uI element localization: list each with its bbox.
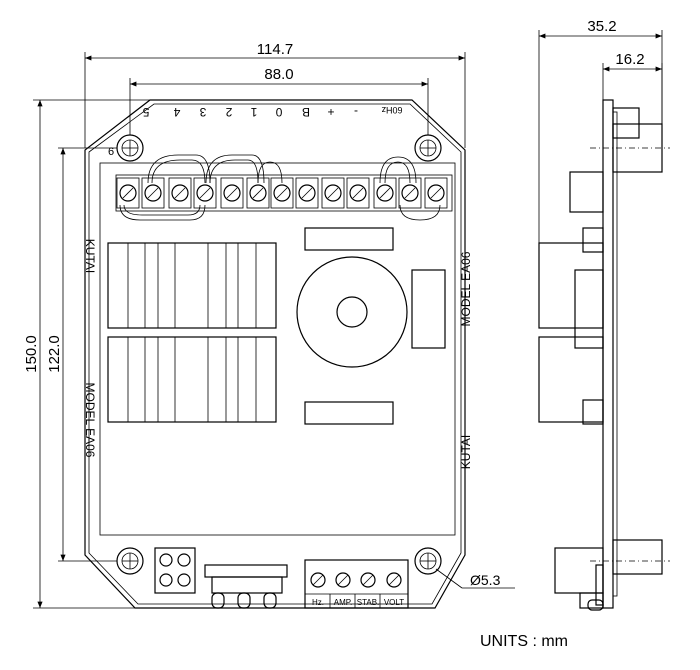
component-top-rect — [304, 227, 394, 251]
side-depth-label: 35.2 — [587, 18, 616, 35]
terminal-screw — [321, 177, 345, 209]
model-right-label: MODEL EA06 — [459, 251, 473, 326]
component-bottom-rect — [304, 401, 394, 425]
mounting-hole-tr — [414, 134, 442, 162]
terminal-screw — [220, 177, 244, 209]
transformer — [296, 256, 408, 368]
pot-label-volt: VOLT — [384, 598, 404, 607]
pot-amp — [335, 572, 351, 588]
brand-left-label: KUTAI — [83, 239, 97, 273]
terminal-label-7: + — [327, 105, 334, 119]
overall-width-label: 114.7 — [257, 41, 293, 58]
pot-label-hz: Hz. — [312, 598, 324, 607]
terminal-label-1: 4 — [173, 105, 180, 119]
terminal-screw — [168, 177, 192, 209]
hole-spacing-y-label: 122.0 — [46, 335, 63, 373]
mounting-hole-br — [414, 547, 442, 575]
dimension-hole-diameter — [435, 568, 515, 589]
side-view — [538, 99, 670, 611]
terminal-screw — [424, 177, 448, 209]
terminal-6-label: 6 — [108, 146, 114, 158]
pot-hz — [310, 572, 326, 588]
dimension-overall-height — [33, 99, 150, 609]
terminal-label-6: B — [302, 105, 310, 119]
terminal-screw — [141, 177, 165, 209]
terminal-freq-label: 60Hz — [381, 105, 403, 115]
hole-spacing-x-label: 88.0 — [264, 66, 293, 83]
terminal-screw — [398, 177, 422, 209]
pot-label-amp: AMP. — [334, 598, 353, 607]
bottom-left-connector — [154, 547, 196, 594]
terminal-label-0: 5 — [142, 105, 149, 119]
pot-label-stab: STAB. — [357, 598, 380, 607]
dimension-side-depth-inner — [602, 63, 663, 124]
mounting-holes — [116, 134, 442, 575]
hole-diameter-label: Ø5.3 — [470, 572, 501, 588]
model-left-label: MODEL EA06 — [83, 383, 97, 458]
side-component-rect — [411, 269, 446, 349]
board-inner-outline — [88, 103, 462, 605]
terminal-label-8: - — [354, 105, 358, 119]
terminal-labels: 5 4 3 2 1 0 B + - — [142, 105, 358, 119]
mounting-hole-bl — [116, 547, 144, 575]
dimension-hole-spacing-x — [129, 78, 429, 135]
terminal-label-5: 0 — [275, 105, 282, 119]
overall-height-label: 150.0 — [23, 335, 40, 373]
heat-sink-top — [107, 242, 277, 329]
terminal-label-4: 1 — [250, 105, 257, 119]
potentiometer-strip — [304, 559, 409, 609]
terminal-block — [115, 154, 453, 221]
heat-sink-bottom — [107, 336, 277, 423]
dimension-hole-spacing-y — [58, 147, 117, 562]
board-outline — [84, 99, 466, 609]
pot-stab — [360, 572, 376, 588]
bottom-terminal-plug — [204, 564, 288, 609]
terminal-screw — [346, 177, 370, 209]
terminal-label-2: 3 — [199, 105, 206, 119]
terminal-screw — [116, 177, 140, 209]
component-area — [99, 162, 456, 536]
terminal-screw — [295, 177, 319, 209]
mounting-hole-tl — [116, 134, 144, 162]
units-label: UNITS : mm — [480, 633, 568, 650]
front-board — [84, 99, 466, 609]
brand-right-label: KUTAI — [459, 435, 473, 469]
terminal-label-3: 2 — [225, 105, 232, 119]
side-depth-inner-label: 16.2 — [615, 51, 644, 68]
pot-volt — [386, 572, 402, 588]
